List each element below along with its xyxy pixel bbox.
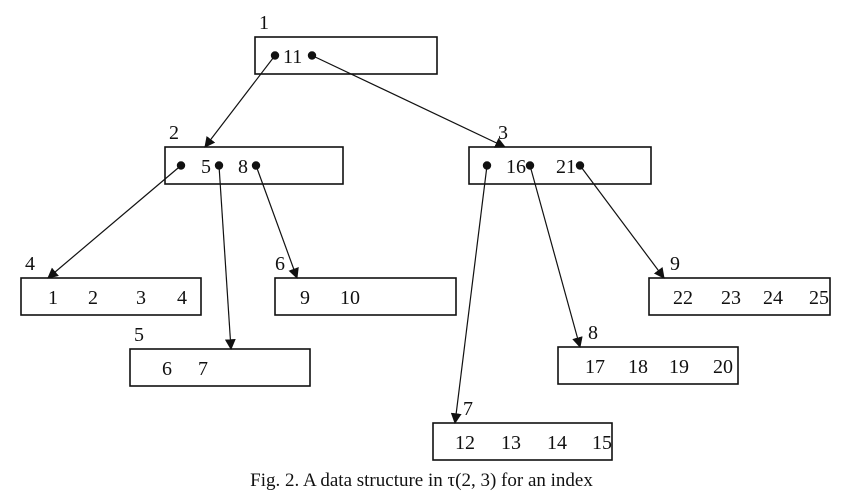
node-key: 10 xyxy=(340,287,360,309)
node-key: 12 xyxy=(455,432,475,454)
node-box xyxy=(557,346,739,385)
pointer-dot xyxy=(214,161,224,170)
pointer-dot xyxy=(525,161,535,170)
node-box xyxy=(468,146,652,185)
node-key: 9 xyxy=(300,287,310,309)
pointer-dot xyxy=(482,161,492,170)
node-key: 4 xyxy=(177,287,187,309)
node-key: 8 xyxy=(238,156,248,178)
node-number: 9 xyxy=(670,253,680,275)
node-number: 7 xyxy=(463,398,473,420)
node-key: 25 xyxy=(809,287,829,309)
node-box xyxy=(648,277,831,316)
node-number: 8 xyxy=(588,322,598,344)
figure-caption: Fig. 2. A data structure in τ(2, 3) for … xyxy=(250,470,593,491)
pointer-dot xyxy=(251,161,261,170)
tree-node-3: 3 16 21 xyxy=(468,122,652,185)
edge-2-5 xyxy=(218,165,236,351)
node-box xyxy=(164,146,344,185)
pointer-dot xyxy=(176,161,186,170)
node-key: 22 xyxy=(673,287,693,309)
edge-3-8 xyxy=(529,165,583,349)
node-box xyxy=(129,348,311,387)
node-key: 15 xyxy=(592,432,612,454)
node-box xyxy=(432,422,613,461)
node-key: 20 xyxy=(713,356,733,378)
edge-3-7 xyxy=(450,165,488,425)
node-box xyxy=(274,277,457,316)
node-key: 13 xyxy=(501,432,521,454)
node-key: 18 xyxy=(628,356,648,378)
node-key: 19 xyxy=(669,356,689,378)
tree-node-8: 8 17 18 19 20 xyxy=(557,322,739,385)
node-number: 6 xyxy=(275,253,285,275)
node-box xyxy=(20,277,202,316)
node-key: 6 xyxy=(162,358,172,380)
node-key: 3 xyxy=(136,287,146,309)
node-number: 5 xyxy=(134,324,144,346)
pointer-dot xyxy=(270,51,280,60)
tree-node-5: 56 7 xyxy=(129,324,311,387)
node-key: 21 xyxy=(556,156,576,178)
tree-node-2: 25 8 xyxy=(164,122,344,185)
tree-node-6: 69 10 xyxy=(274,253,457,316)
edge-1-3 xyxy=(311,54,506,148)
node-key: 11 xyxy=(283,46,302,68)
node-key: 5 xyxy=(201,156,211,178)
pointer-dot xyxy=(307,51,317,60)
node-key: 23 xyxy=(721,287,741,309)
node-number: 2 xyxy=(169,122,179,144)
tree-node-9: 9 22 23 24 25 xyxy=(648,253,831,316)
node-number: 4 xyxy=(25,253,35,275)
node-key: 17 xyxy=(585,356,605,378)
edge-1-2 xyxy=(204,55,276,148)
node-key: 2 xyxy=(88,287,98,309)
node-key: 16 xyxy=(506,156,526,178)
node-box xyxy=(254,36,438,75)
tree-node-1: 111 xyxy=(254,12,438,75)
node-key: 14 xyxy=(547,432,567,454)
node-key: 7 xyxy=(198,358,208,380)
node-key: 24 xyxy=(763,287,783,309)
tree-node-7: 7 12 13 14 15 xyxy=(432,398,613,461)
edges xyxy=(47,54,665,425)
edge-2-4 xyxy=(47,165,182,279)
node-number: 1 xyxy=(259,12,269,34)
node-number: 3 xyxy=(498,122,508,144)
node-key: 1 xyxy=(48,287,58,309)
pointer-dot xyxy=(575,161,585,170)
